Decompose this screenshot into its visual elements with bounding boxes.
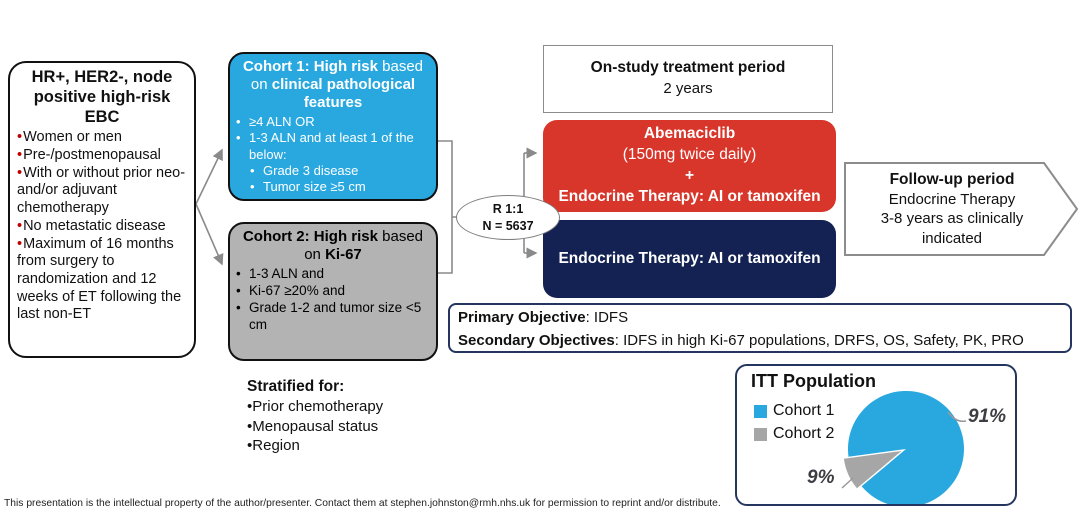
eligibility-title: HR+, HER2-, node positive high-risk EBC [31,68,173,126]
bullet-icon: • [236,130,241,146]
list-item: •Prior chemotherapy [247,398,384,416]
leader-line-91 [947,411,967,423]
list-item: •Menopausal status [247,417,379,435]
follow-up-title: Follow-up period [889,171,1015,189]
randomization-n: N = 5637 [482,218,534,233]
legend-item-cohort1: Cohort 1 [754,402,834,420]
list-item: •No metastatic disease [17,217,166,234]
legend-label: Cohort 2 [773,425,835,442]
itt-population-box: ITT Population Cohort 1 Cohort 2 91% 9% [735,364,1017,506]
cohort2-title: Cohort 2: High risk based on Ki-67 [242,228,424,263]
bullet-icon: • [250,179,255,194]
pie-value-label-91: 91% [968,406,1007,427]
arm-drug-name: Abemaciclib [643,125,736,143]
list-item: •Ki-67 ≥20% and [236,282,345,298]
legend-item-cohort2: Cohort 2 [754,425,834,443]
stratification-list: Stratified for: •Prior chemotherapy •Men… [247,377,452,456]
follow-up-arrow: Follow-up period Endocrine Therapy 3-8 y… [844,162,1080,256]
bullet-icon: • [236,299,241,315]
pie-slice-cohort1 [848,390,964,504]
eligibility-bullet-list: •Women or men •Pre-/postmenopausal •With… [17,129,187,324]
legend-label: Cohort 1 [773,402,835,419]
red-bullet-icon: • [17,164,23,181]
cohort1-title: Cohort 1: High risk based on clinical pa… [242,58,424,111]
list-item: •Region [247,437,300,455]
list-item: •Grade 1-2 and tumor size <5 cm [236,299,422,332]
bullet-icon: • [250,162,255,178]
pie-value-label-9: 9% [807,467,835,488]
copyright-footer: This presentation is the intellectual pr… [4,498,721,509]
control-arm-box: Endocrine Therapy: AI or tamoxifen [543,220,836,298]
randomization-oval: R 1:1 N = 5637 [456,195,560,240]
cohort2-box: Cohort 2: High risk based on Ki-67 •1-3 … [228,222,438,361]
bullet-icon: • [236,266,241,281]
secondary-objectives: Secondary Objectives: IDFS in high Ki-67… [458,331,1024,349]
red-bullet-icon: • [17,217,23,234]
arm-endocrine-line: Endocrine Therapy: AI or tamoxifen [558,187,821,205]
red-bullet-icon: • [17,129,23,146]
primary-objective: Primary Objective: IDFS [458,309,629,326]
cohort1-box: Cohort 1: High risk based on clinical pa… [228,52,438,201]
list-item: •Women or men [17,129,122,146]
legend-swatch-cohort2 [754,427,767,441]
bullet-icon: • [247,437,253,455]
follow-up-therapy: Endocrine Therapy [888,191,1016,209]
randomization-ratio: R 1:1 [492,202,524,217]
list-item: •Tumor size ≥5 cm [250,179,366,194]
list-item: •≥4 ALN OR [236,114,315,129]
plus-sign: + [684,167,695,184]
on-study-period-box: On-study treatment period 2 years [543,45,833,113]
control-arm-label: Endocrine Therapy: AI or tamoxifen [558,249,821,267]
eligibility-box: HR+, HER2-, node positive high-risk EBC … [8,61,196,358]
bullet-icon: • [236,282,241,298]
list-item: •Pre-/postmenopausal [17,147,161,164]
red-bullet-icon: • [17,147,23,164]
objectives-box: Primary Objective: IDFS Secondary Object… [448,303,1072,353]
arm-dose: (150mg twice daily) [622,146,757,164]
list-item: •Grade 3 disease [250,162,359,178]
list-item: •1-3 ALN and [236,266,325,281]
legend-swatch-cohort1 [754,404,767,418]
red-bullet-icon: • [17,235,23,252]
abemaciclib-arm-box: Abemaciclib (150mg twice daily) + Endocr… [543,120,836,212]
leader-line-9 [841,477,854,489]
list-item: •Maximum of 16 months from surgery to ra… [17,235,182,323]
list-item: •1-3 ALN and at least 1 of the below: [236,130,414,162]
bullet-icon: • [236,114,241,129]
follow-up-duration: 3-8 years as clinically indicated [880,210,1024,247]
follow-up-text: Follow-up period Endocrine Therapy 3-8 y… [854,162,1050,256]
pie-slice-cohort2 [843,451,902,489]
arrow-shape [844,162,1079,256]
bullet-icon: • [247,398,253,416]
bullet-icon: • [247,417,253,435]
on-study-duration: 2 years [663,79,713,97]
pie-chart [841,390,967,504]
pie-legend: Cohort 1 Cohort 2 [754,402,834,448]
stratification-heading: Stratified for: [247,378,345,395]
itt-title: ITT Population [751,371,876,391]
list-item: •With or without prior neo- and/or adjuv… [17,164,186,217]
on-study-title: On-study treatment period [590,59,786,76]
